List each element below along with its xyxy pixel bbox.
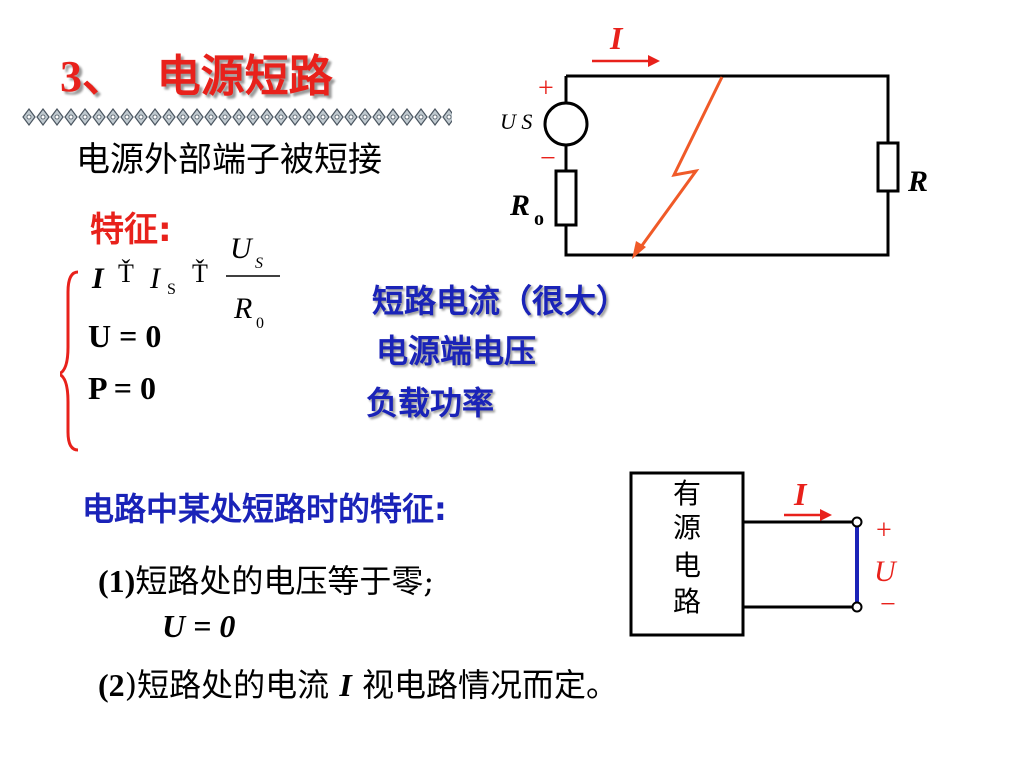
formula-block: I Ť I S Ť U S R 0 (60, 232, 280, 452)
active-network-box (629, 471, 745, 637)
formula-numerator: U (230, 232, 254, 265)
item-2-number: (2 (98, 667, 125, 703)
formula-symbol-1: Ť (118, 259, 134, 288)
circuit-wire (564, 74, 890, 257)
r0-subscript: o (534, 208, 544, 230)
load-resistor (876, 141, 900, 193)
feature-label: 特征: (90, 210, 172, 250)
title-text: 电源短路 (156, 51, 333, 102)
box-char-4: 路 (673, 585, 701, 618)
short-circuit-diagram: I + − U S R o R (500, 20, 928, 259)
box-char-1: 有 (673, 477, 701, 510)
page-title: 3、 电源短路 (60, 40, 333, 104)
top-terminal (851, 516, 863, 528)
terminal-minus: − (880, 589, 896, 620)
item-2-paren: ) (124, 666, 138, 704)
note-load-power: 负载功率 (366, 384, 495, 422)
item-1-number: (1) (98, 563, 136, 599)
r-label: R (907, 165, 928, 198)
title-number: 3 (60, 52, 82, 101)
description-text: 电源外部端子被短接 (76, 140, 382, 180)
formula-numerator-subscript: S (255, 255, 263, 272)
active-network-diagram: 有 源 电 路 I + U − (629, 471, 898, 637)
bottom-terminal (851, 601, 863, 613)
voltage-source (543, 101, 589, 147)
item-1-text: 短路处的电压等于零; (135, 562, 435, 600)
item-1-equation: U = 0 (162, 608, 236, 644)
item-2: (2)短路处的电流 I 视电路情况而定。 (98, 660, 618, 706)
current-label-2: I (793, 476, 808, 512)
formula-denominator: R (233, 292, 252, 325)
formula-symbol-2: Ť (192, 259, 208, 288)
formula-i: I (91, 262, 105, 295)
r0-label: R (509, 189, 530, 222)
internal-resistor (554, 169, 578, 227)
item-2-text-b: 视电路情况而定。 (351, 666, 618, 704)
note-terminal-voltage: 电源端电压 (376, 332, 537, 370)
short-circuit-lightning (636, 76, 724, 252)
source-label: U S (500, 109, 532, 134)
formula-is-subscript: S (167, 281, 176, 298)
box-char-2: 源 (673, 511, 701, 544)
decorative-chain-divider (22, 106, 452, 128)
current-label: I (609, 20, 624, 56)
title-separator: 、 (82, 51, 126, 102)
left-brace (60, 270, 79, 452)
note-short-current: 短路电流（很大） (372, 282, 629, 320)
formula-denominator-subscript: 0 (256, 315, 264, 332)
source-minus: − (540, 143, 556, 174)
terminal-voltage-label: U (874, 555, 898, 588)
item-1: (1)短路处的电压等于零; (98, 556, 434, 602)
item-2-text-a: 短路处的电流 (137, 666, 340, 704)
item-2-var: I (339, 667, 352, 703)
box-char-3: 电 (673, 549, 701, 582)
source-plus: + (538, 73, 554, 104)
terminal-plus: + (876, 515, 892, 546)
formula-is: I (149, 262, 162, 295)
power-equation: P = 0 (88, 370, 157, 406)
section-heading: 电路中某处短路时的特征: (82, 490, 447, 528)
voltage-equation: U = 0 (88, 318, 162, 354)
